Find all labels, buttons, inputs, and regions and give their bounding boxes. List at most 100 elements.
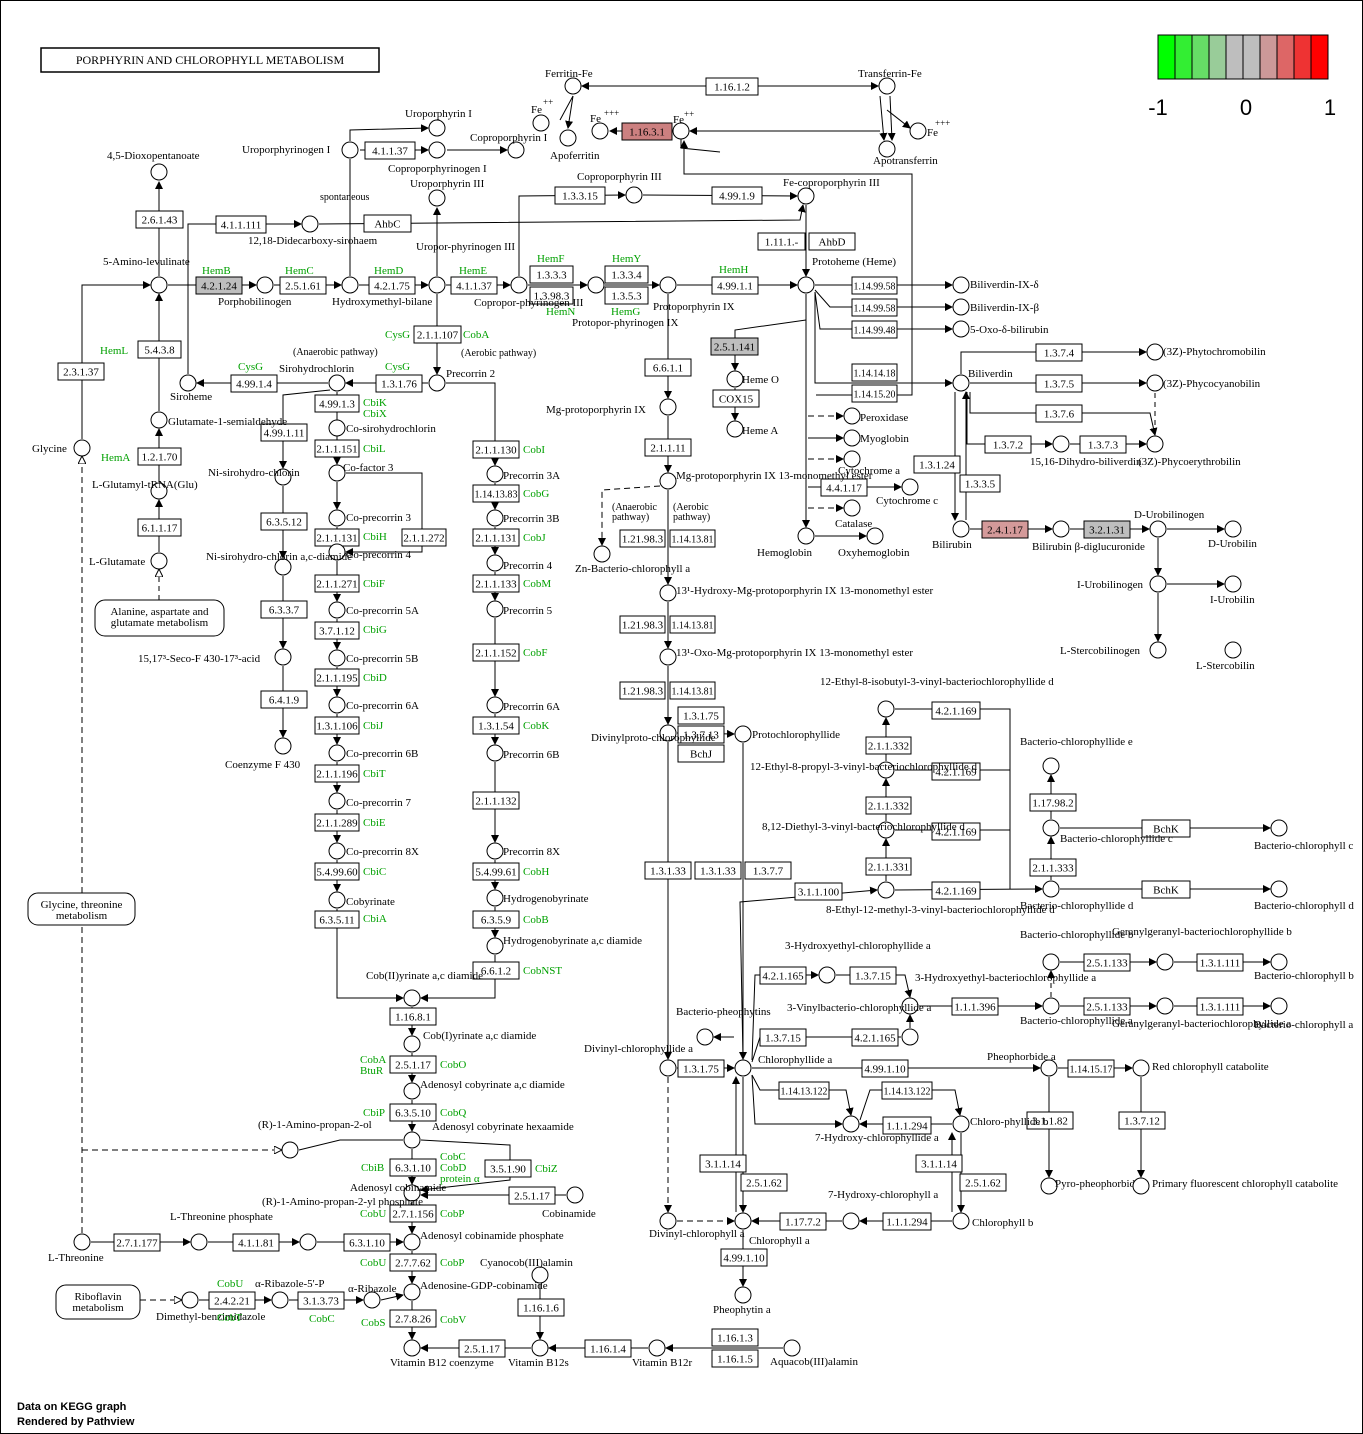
enzyme-ec-2.1.1.332-b[interactable]: 2.1.1.332 [865, 796, 912, 815]
compound-co-precorrin-8x[interactable]: Co-precorrin 8X [328, 842, 419, 860]
compound-divinylprotochlorophyllide[interactable]: Divinylproto-chlorophyllide [591, 724, 716, 744]
enzyme-ec-1.14.15.20[interactable]: 1.14.15.20 [851, 384, 898, 403]
enzyme-ec-ahbd[interactable]: AhbD [808, 232, 856, 251]
compound-hydrogenobyrinate-diamide[interactable]: Hydrogenobyrinate a,c diamide [486, 935, 642, 955]
compound-bacteriochlorophyllide-e[interactable]: Bacterio-chlorophyllide e [1020, 736, 1133, 775]
gene-label[interactable]: HemB [202, 265, 231, 277]
compound-fe2-b[interactable]: Fe [672, 114, 690, 140]
compound-precorrin-5[interactable]: Precorrin 5 [486, 600, 553, 618]
enzyme-ec-4.99.1.4[interactable]: 4.99.1.4 [230, 374, 278, 393]
enzyme-ec-2.4.2.21[interactable]: 2.4.2.21 [208, 1291, 256, 1310]
enzyme-ec-2.1.1.272[interactable]: 2.1.1.272 [401, 528, 447, 547]
compound-phycoerythrobilin[interactable]: (3Z)-Phycoerythrobilin [1138, 435, 1241, 468]
enzyme-ec-4.4.1.17[interactable]: 4.4.1.17 [820, 478, 868, 497]
enzyme-ec-5.4.99.60[interactable]: 5.4.99.60 [314, 862, 360, 881]
compound-coproporphyrin-iii[interactable]: Coproporphyrin III [577, 171, 662, 204]
compound-chlorophyllide-a[interactable]: Chlorophyllide a [734, 1054, 832, 1077]
compound-siroheme[interactable]: Siroheme [170, 374, 212, 403]
enzyme-ec-1.14.13.81-c[interactable]: 1.14.13.81 [669, 681, 716, 700]
enzyme-ec-1.3.1.24[interactable]: 1.3.1.24 [913, 455, 961, 474]
enzyme-ec-1.3.1.33-b[interactable]: 1.3.1.33 [694, 861, 742, 880]
gene-label[interactable]: HemN [546, 306, 575, 318]
compound-bacteriochlorophyllide-d-diethyl[interactable]: 8,12-Diethyl-3-vinyl-bacteriochlorophyll… [762, 821, 965, 839]
enzyme-ec-2.3.1.37[interactable]: 2.3.1.37 [57, 362, 105, 381]
compound-heme-a[interactable]: Heme A [726, 420, 778, 438]
compound-precorrin-6a[interactable]: Precorrin 6A [486, 696, 560, 714]
enzyme-ec-6.3.5.11[interactable]: 6.3.5.11 [314, 910, 360, 929]
gene-label[interactable]: CobU [217, 1278, 243, 1290]
compound-sirohydrochlorin[interactable]: Sirohydrochlorin [279, 363, 355, 392]
compound-glutamyl-trna[interactable]: L-Glutamyl-tRNA(Glu) [92, 479, 198, 500]
compound-precorrin-6b[interactable]: Precorrin 6B [486, 744, 560, 762]
compound-hemoglobin[interactable]: Hemoglobin [757, 527, 815, 559]
compound-bacteriochlorophyll-c[interactable]: Bacterio-chlorophyll c [1254, 819, 1353, 852]
compound-l-glutamate[interactable]: L-Glutamate [89, 552, 168, 570]
compound-aquacob-iii-alamin[interactable]: Aquacob(III)alamin [770, 1339, 858, 1368]
gene-label[interactable]: CbiX [363, 408, 387, 420]
compound-apoferritin[interactable]: Apoferritin [550, 129, 600, 162]
compound-uroporphyrin-i[interactable]: Uroporphyrin I [405, 108, 472, 137]
compound-precorrin-8x[interactable]: Precorrin 8X [486, 842, 560, 860]
compound-mg-protoporphyrin-ix-ester[interactable]: Mg-protoporphyrin IX 13-monomethyl ester [659, 470, 873, 490]
enzyme-ec-1.21.98.3-a[interactable]: 1.21.98.3 [619, 529, 666, 548]
gene-label[interactable]: HemE [459, 265, 487, 277]
compound-cobinamide[interactable]: Cobinamide [542, 1186, 596, 1220]
gene-label[interactable]: CobNST [523, 965, 562, 977]
enzyme-ec-6.1.1.17[interactable]: 6.1.1.17 [137, 518, 182, 537]
compound-geranylgeranyl-bchl-a[interactable]: Geranylgeranyl-bacteriochlorophyllide a [1112, 997, 1291, 1030]
enzyme-ec-1.3.3.15[interactable]: 1.3.3.15 [554, 186, 606, 205]
enzyme-ec-2.1.1.131-a[interactable]: 2.1.1.131 [314, 528, 360, 547]
compound-oxyhemoglobin[interactable]: Oxyhemoglobin [838, 527, 910, 559]
gene-label[interactable]: CobH [523, 866, 549, 878]
compound-seco-f430[interactable]: 15,17³-Seco-F 430-17³-acid [138, 648, 292, 666]
compound-co-precorrin-3[interactable]: Co-precorrin 3 [328, 509, 412, 527]
compound-l-stercobilinogen[interactable]: L-Stercobilinogen [1060, 641, 1167, 659]
compound-dimethylbenzimidazole[interactable]: Dimethyl-benzimidazole [156, 1291, 265, 1323]
compound-l-threonine[interactable]: L-Threonine [48, 1233, 104, 1264]
gene-label[interactable]: CbiL [363, 443, 386, 455]
gene-label[interactable]: HemY [612, 253, 641, 265]
compound-apotransferrin[interactable]: Apotransferrin [873, 140, 938, 167]
enzyme-ec-1.3.7.4[interactable]: 1.3.7.4 [1035, 343, 1083, 362]
compound-hydroxychlorophyllide-a[interactable]: 7-Hydroxy-chlorophyllide a [815, 1115, 939, 1144]
compound-dihydrobiliverdin[interactable]: 15,16-Dihydro-biliverdin [1030, 435, 1142, 468]
enzyme-ec-2.5.1.17-c[interactable]: 2.5.1.17 [458, 1339, 506, 1358]
enzyme-ec-3.1.3.73[interactable]: 3.1.3.73 [297, 1291, 345, 1310]
compound-uroporphyrinogen-i[interactable]: Uroporphyrinogen I [242, 141, 359, 159]
compound-bacteriochlorophyllide-d-12[interactable]: 12-Ethyl-8-isobutyl-3-vinyl-bacteriochlo… [820, 676, 1054, 718]
enzyme-ec-2.7.7.62[interactable]: 2.7.7.62 [389, 1253, 437, 1272]
compound-adenosyl-cobinamide[interactable]: Adenosyl cobinamide [350, 1182, 446, 1202]
enzyme-ec-4.2.1.24[interactable]: 4.2.1.24 [195, 276, 243, 295]
gene-label[interactable]: HemF [537, 253, 565, 265]
compound-co-factor-3[interactable]: Co-factor 3 [328, 462, 394, 482]
enzyme-ec-1.3.1.75-a[interactable]: 1.3.1.75 [677, 706, 725, 725]
compound-bacteriochlorophyllide-a[interactable]: Bacterio-chlorophyllide a [1020, 997, 1133, 1027]
enzyme-ec-1.3.1.76[interactable]: 1.3.1.76 [375, 374, 423, 393]
compound-cytochrome-a[interactable]: Cytochrome a [838, 450, 900, 477]
gene-label[interactable]: CobV [440, 1314, 466, 1326]
gene-label[interactable]: CbiH [363, 531, 387, 543]
compound-protochlorophyllide[interactable]: Protochlorophyllide [734, 725, 840, 743]
gene-label[interactable]: CobM [523, 578, 551, 590]
enzyme-ec-4.2.1.165-b[interactable]: 4.2.1.165 [851, 1028, 899, 1047]
enzyme-ec-2.1.1.130[interactable]: 2.1.1.130 [472, 440, 520, 459]
compound-protoheme[interactable]: Protoheme (Heme) [797, 256, 896, 294]
enzyme-ec-2.1.1.152[interactable]: 2.1.1.152 [472, 643, 520, 662]
enzyme-ec-3.1.1.100[interactable]: 3.1.1.100 [794, 882, 843, 901]
enzyme-ec-1.11.1.-[interactable]: 1.11.1.- [757, 232, 806, 251]
enzyme-ec-1.3.7.7[interactable]: 1.3.7.7 [744, 861, 792, 880]
compound-precorrin-4[interactable]: Precorrin 4 [486, 554, 553, 572]
enzyme-ec-1.16.1.6[interactable]: 1.16.1.6 [517, 1298, 565, 1317]
enzyme-ec-2.1.1.132[interactable]: 2.1.1.132 [472, 791, 520, 810]
enzyme-ec-1.3.7.13[interactable]: 1.3.7.13 [677, 725, 725, 744]
compound-adenosyl-cobinamide-phosphate[interactable]: Adenosyl cobinamide phosphate [403, 1230, 564, 1251]
enzyme-ec-1.3.7.3[interactable]: 1.3.7.3 [1079, 435, 1127, 454]
enzyme-ec-1.2.1.70[interactable]: 1.2.1.70 [137, 447, 182, 466]
enzyme-ec-ahbc[interactable]: AhbC [363, 214, 412, 233]
gene-label[interactable]: CbiJ [363, 720, 384, 732]
enzyme-ec-4.2.1.169-d[interactable]: 4.2.1.169 [931, 881, 981, 900]
gene-label[interactable]: CobA [463, 329, 489, 341]
enzyme-ec-4.2.1.169-c[interactable]: 4.2.1.169 [931, 822, 981, 841]
gene-label[interactable]: CobB [523, 914, 549, 926]
